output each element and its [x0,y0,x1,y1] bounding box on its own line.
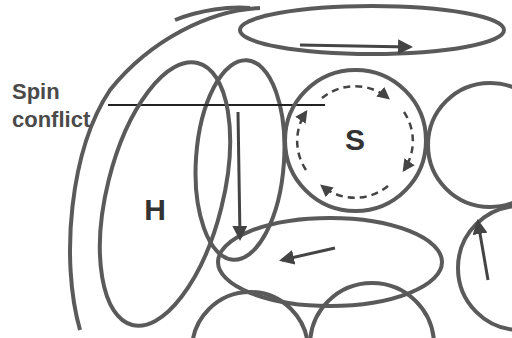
node-letter: S [345,123,365,157]
s-circle: S [283,68,428,213]
h-ellipse: H [85,55,245,333]
node-letter: H [144,193,166,227]
callout-label: Spin conflict [12,78,130,134]
